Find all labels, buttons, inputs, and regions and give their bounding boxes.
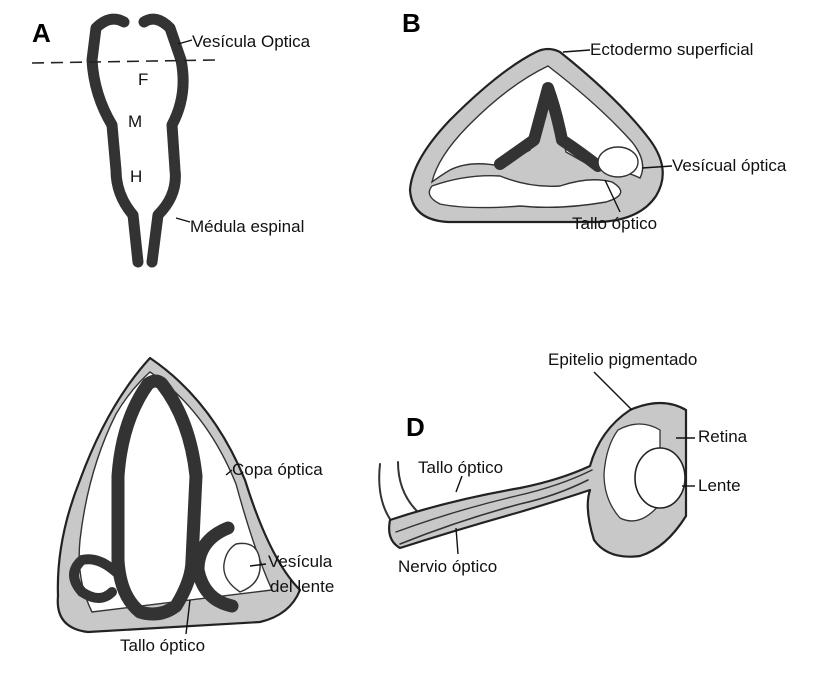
label-vesicula-optica-a: Vesícula Optica <box>192 32 310 51</box>
label-lente: Lente <box>698 476 741 495</box>
label-vesicula-optica-b: Vesícual óptica <box>672 156 786 175</box>
lens-shape <box>635 448 685 508</box>
panel-label-d: D <box>406 412 425 443</box>
label-copa-optica: Copa óptica <box>232 460 323 479</box>
label-vesicula-del-lente-line1: Vesícula <box>268 552 332 571</box>
label-retina: Retina <box>698 427 747 446</box>
label-epitelio-pigmentado: Epitelio pigmentado <box>548 350 697 369</box>
label-medula-espinal: Médula espinal <box>190 217 304 236</box>
label-brain-f: F <box>138 70 148 89</box>
panel-label-a: A <box>32 18 51 49</box>
label-tallo-optico-d: Tallo óptico <box>418 458 503 477</box>
label-vesicula-del-lente-line2: del lente <box>270 577 334 596</box>
panel-c-optic-cup <box>58 358 300 634</box>
label-brain-h: H <box>130 167 142 186</box>
panel-b-optic-vesicle <box>410 49 672 222</box>
section-level-dashed-line <box>32 60 215 63</box>
label-brain-m: M <box>128 112 142 131</box>
label-tallo-optico-b: Tallo óptico <box>572 214 657 233</box>
label-nervio-optico: Nervio óptico <box>398 557 497 576</box>
panel-a-neural-tube <box>32 19 215 262</box>
panel-label-b: B <box>402 8 421 39</box>
label-ectodermo-superficial: Ectodermo superficial <box>590 40 753 59</box>
label-tallo-optico-c: Tallo óptico <box>120 636 205 655</box>
